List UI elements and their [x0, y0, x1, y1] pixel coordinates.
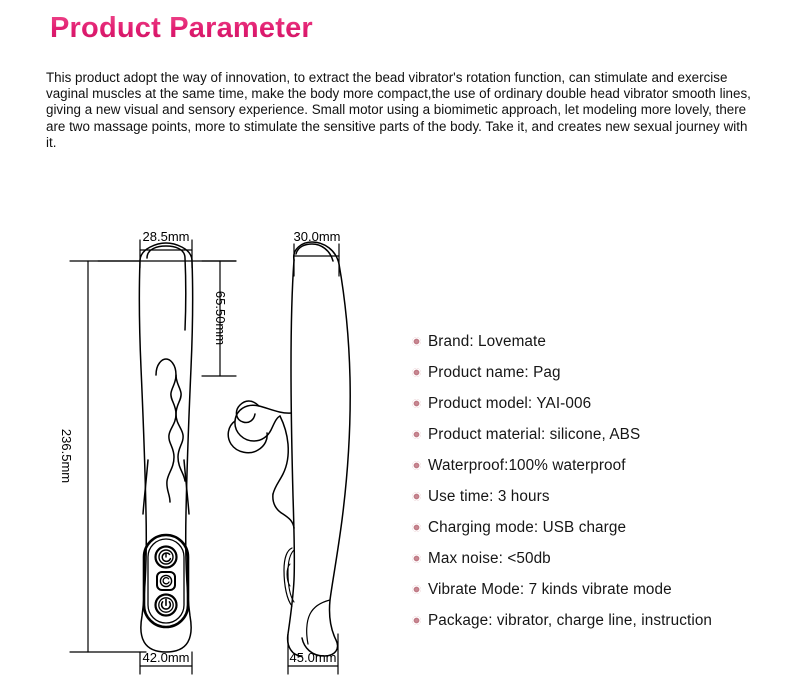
- bullet-icon: [412, 616, 421, 625]
- bullet-icon: [412, 337, 421, 346]
- list-item: Package: vibrator, charge line, instruct…: [412, 605, 772, 636]
- dimension-lines: [69, 239, 340, 675]
- list-item: Vibrate Mode: 7 kinds vibrate mode: [412, 574, 772, 605]
- spec-brand: Brand: Lovemate: [428, 332, 546, 350]
- spec-vibrate-mode: Vibrate Mode: 7 kinds vibrate mode: [428, 580, 672, 598]
- product-description-paragraph: This product adopt the way of innovation…: [46, 70, 751, 150]
- spec-use-time: Use time: 3 hours: [428, 487, 550, 505]
- list-item: Product name: Pag: [412, 357, 772, 388]
- list-item: Product material: silicone, ABS: [412, 419, 772, 450]
- spec-waterproof: Waterproof:100% waterproof: [428, 456, 626, 474]
- spec-product-material: Product material: silicone, ABS: [428, 425, 641, 443]
- spec-charging-mode: Charging mode: USB charge: [428, 518, 627, 536]
- bullet-icon: [412, 368, 421, 377]
- list-item: Product model: YAI-006: [412, 388, 772, 419]
- side-view-outline: [227, 241, 351, 657]
- spec-max-noise: Max noise: <50db: [428, 549, 551, 567]
- power-button: [154, 593, 178, 617]
- bullet-icon: [412, 430, 421, 439]
- spec-package: Package: vibrator, charge line, instruct…: [428, 611, 713, 629]
- dimension-total-length: 236.5mm: [59, 429, 74, 483]
- bullet-icon: [412, 399, 421, 408]
- list-item: Charging mode: USB charge: [412, 512, 772, 543]
- list-item: Waterproof:100% waterproof: [412, 450, 772, 481]
- dimension-side-base-width: 45.0mm: [290, 650, 337, 665]
- spec-product-name: Product name: Pag: [428, 363, 561, 381]
- product-spec-list: Brand: Lovemate Product name: Pag Produc…: [412, 326, 772, 636]
- dimension-front-base-width: 42.0mm: [143, 650, 190, 665]
- technical-drawing-svg: 28.5mm 65.50mm 236.5mm 42.0mm 30.0mm 45.…: [59, 229, 351, 675]
- dimension-side-top-width: 30.0mm: [294, 229, 341, 244]
- bullet-icon: [412, 492, 421, 501]
- bullet-icon: [412, 523, 421, 532]
- control-panel: [142, 533, 190, 629]
- bullet-icon: [412, 554, 421, 563]
- technical-drawing: 28.5mm 65.50mm 236.5mm 42.0mm 30.0mm 45.…: [40, 228, 400, 678]
- page-title: Product Parameter: [50, 12, 313, 44]
- mode-button-middle: [156, 571, 176, 591]
- list-item: Use time: 3 hours: [412, 481, 772, 512]
- list-item: Brand: Lovemate: [412, 326, 772, 357]
- dimension-front-head-height: 65.50mm: [213, 291, 228, 345]
- mode-button-top: [154, 545, 178, 569]
- bullet-icon: [412, 461, 421, 470]
- spec-product-model: Product model: YAI-006: [428, 394, 592, 412]
- list-item: Max noise: <50db: [412, 543, 772, 574]
- bullet-icon: [412, 585, 421, 594]
- dimension-front-top-width: 28.5mm: [143, 229, 190, 244]
